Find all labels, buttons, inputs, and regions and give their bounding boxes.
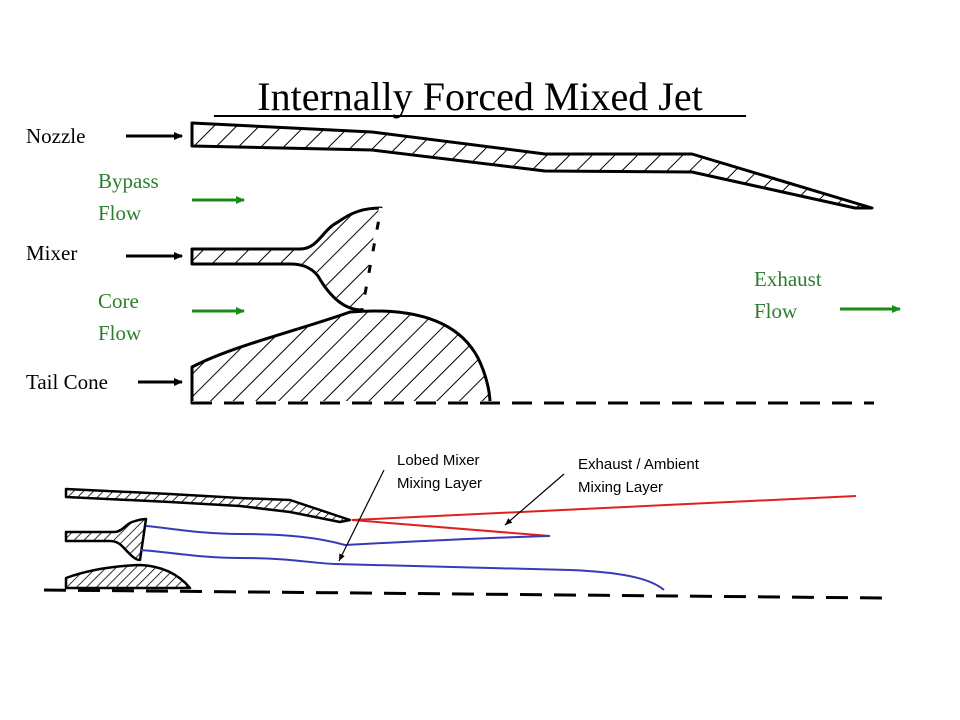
small-nozzle-wall <box>64 487 352 524</box>
nozzle-wall <box>190 121 874 210</box>
mixer-body <box>190 206 383 312</box>
diagram-title: Internally Forced Mixed Jet <box>257 74 702 119</box>
exhaust-flow-label-line1: Exhaust <box>754 267 822 291</box>
exhaust-ambient-pointer <box>504 473 565 526</box>
exhaust-ambient-mixing-layer-inner <box>351 519 551 537</box>
lobed-mixing-layer-lower <box>139 549 665 591</box>
bypass-flow-label-line1: Bypass <box>98 169 159 193</box>
core-flow-label-line1: Core <box>98 289 139 313</box>
exhaust-ambient-mixing-layer-outer <box>351 495 857 521</box>
lobed-mixing-layer-upper <box>145 525 551 547</box>
lobed-mixer-label-line2: Mixing Layer <box>397 475 482 492</box>
lobed-mixer-pointer <box>338 469 385 562</box>
mixer-exit-dashed-line <box>360 207 383 311</box>
core-flow-label-line2: Flow <box>98 321 142 345</box>
lobed-mixer-label-line1: Lobed Mixer <box>397 452 480 469</box>
bypass-flow-label-line2: Flow <box>98 201 142 225</box>
tail-cone-label: Tail Cone <box>26 370 108 394</box>
nozzle-label: Nozzle <box>26 124 85 148</box>
exhaust-flow-label-line2: Flow <box>754 299 798 323</box>
mixer-label: Mixer <box>26 241 77 265</box>
exhaust-ambient-label-line2: Mixing Layer <box>578 479 663 496</box>
small-mixer-body <box>64 517 148 562</box>
exhaust-ambient-label-line1: Exhaust / Ambient <box>578 456 700 473</box>
tail-cone <box>190 309 492 405</box>
lower-centerline-dashed <box>43 588 885 600</box>
small-tail-cone <box>64 563 192 590</box>
